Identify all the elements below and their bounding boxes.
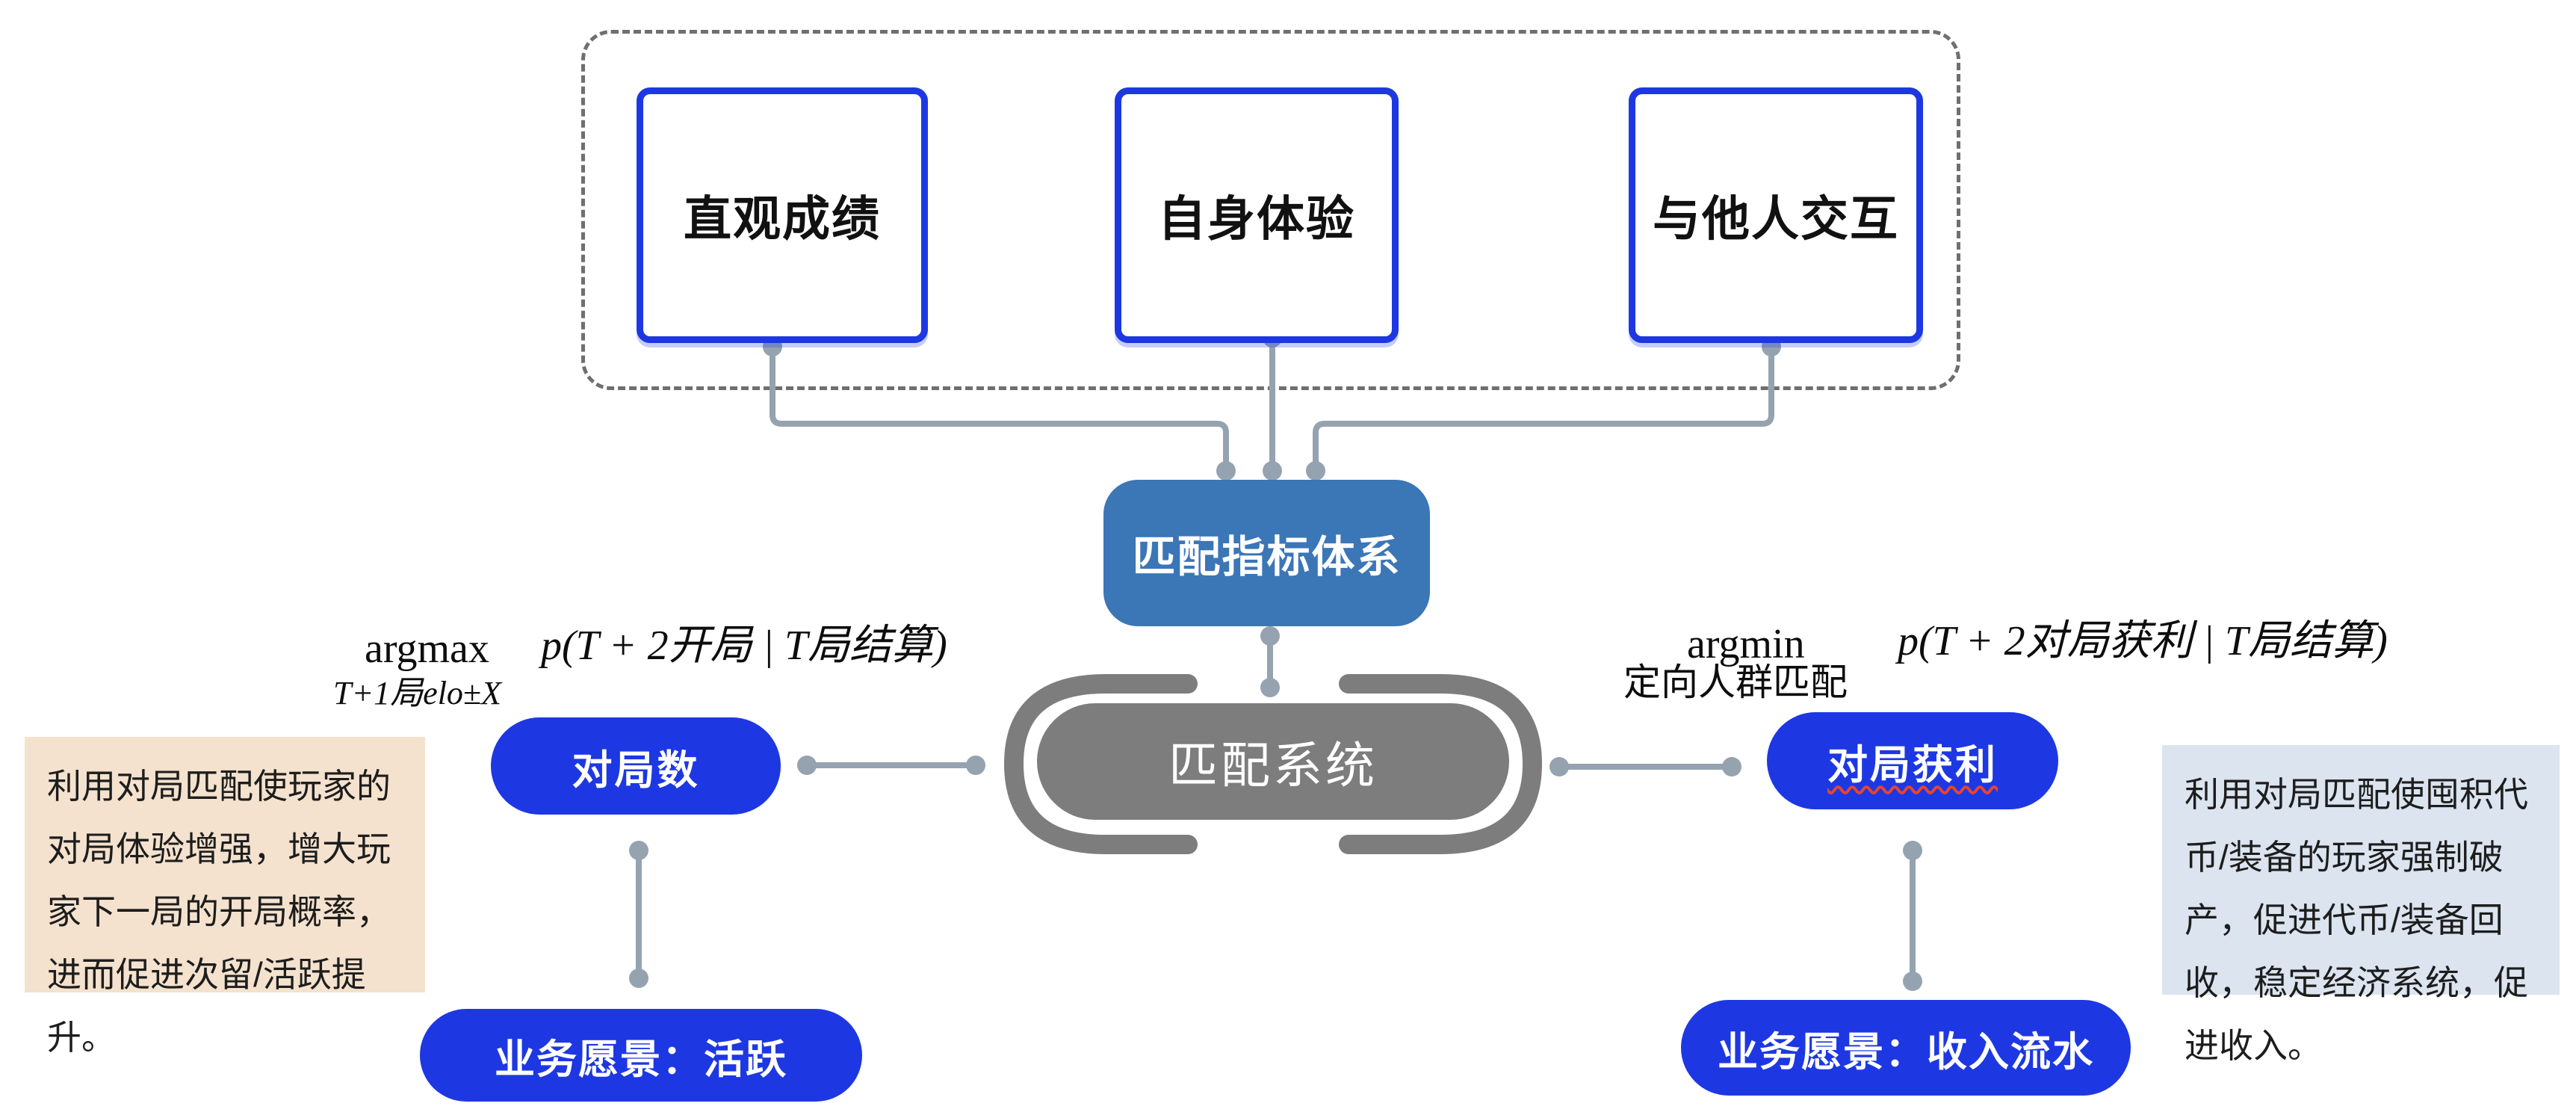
connector-direct-results-to-metrics (763, 337, 1236, 481)
right-formula-expression: p(T + 2对局获利 | T局结算) (1898, 618, 2388, 664)
node-vision-active: 业务愿景：活跃 (420, 1009, 862, 1102)
node-matching-system: 匹配系统 (1037, 703, 1509, 820)
node-vision-active-label: 业务愿景：活跃 (495, 1037, 787, 1082)
node-direct-results-label: 直观成绩 (684, 192, 881, 246)
connector-metrics-to-system (1260, 626, 1280, 697)
node-match-profit: 对局获利 (1767, 712, 2058, 809)
right-formula-operator: argmin (1687, 621, 1805, 667)
note-match-count-text: 利用对局匹配使玩家的对局体验增强，增大玩家下一局的开局概率，进而促进次留/活跃提… (47, 767, 391, 1057)
connector-match-profit-to-vision (1903, 841, 1922, 991)
connector-interaction-to-metrics (1306, 337, 1781, 481)
node-interaction-with-others: 与他人交互 (1629, 87, 1923, 343)
left-formula-subscript: T+1局elo±X (333, 675, 501, 711)
node-matching-system-label: 匹配系统 (1168, 738, 1378, 793)
node-direct-results: 直观成绩 (637, 87, 928, 343)
left-formula-expression: p(T + 2开局 | T局结算) (541, 623, 947, 669)
node-matching-metric-system: 匹配指标体系 (1103, 480, 1430, 626)
node-match-count: 对局数 (491, 717, 781, 815)
connector-system-to-match-count (797, 756, 985, 775)
node-matching-metric-system-label: 匹配指标体系 (1132, 533, 1402, 581)
system-bracket (1003, 674, 1543, 854)
node-vision-revenue: 业务愿景：收入流水 (1681, 1000, 2131, 1096)
connector-self-experience-to-metrics (1263, 328, 1282, 481)
note-match-profit-text: 利用对局匹配使囤积代币/装备的玩家强制破产，促进代币/装备回收，稳定经济系统，促… (2185, 775, 2528, 1065)
connector-match-count-to-vision (629, 841, 648, 988)
connector-system-to-match-profit (1549, 757, 1741, 776)
node-self-experience: 自身体验 (1115, 87, 1399, 343)
node-interaction-with-others-label: 与他人交互 (1653, 192, 1899, 246)
node-match-profit-label: 对局获利 (1827, 742, 1998, 788)
note-match-count: 利用对局匹配使玩家的对局体验增强，增大玩家下一局的开局概率，进而促进次留/活跃提… (25, 737, 425, 1057)
node-vision-revenue-label: 业务愿景：收入流水 (1718, 1029, 2094, 1075)
left-formula-operator: argmax (365, 626, 489, 672)
node-match-count-label: 对局数 (572, 747, 700, 793)
right-formula-subscript: 定向人群匹配 (1623, 661, 1848, 703)
note-match-profit: 利用对局匹配使囤积代币/装备的玩家强制破产，促进代币/装备回收，稳定经济系统，促… (2162, 745, 2560, 1065)
node-self-experience-label: 自身体验 (1158, 192, 1355, 246)
